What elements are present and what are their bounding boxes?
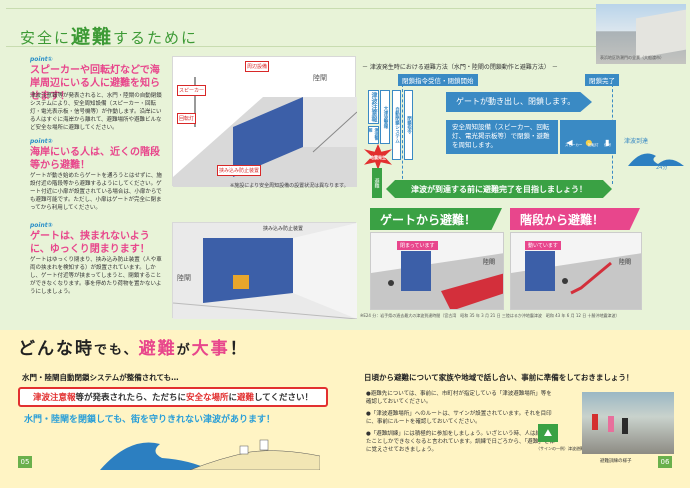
stairs-evacuation-panel: 動いています 陸閘 (510, 232, 642, 310)
point-label: point② (30, 138, 53, 145)
gate-illustration: 周辺設備 スピーカー 回転灯 挟み込み防止装置 陸閘 (172, 56, 357, 187)
gate-evacuation-heading: ゲートから避難！ (370, 208, 502, 230)
label-box: 挟み込み防止装置 (217, 165, 262, 176)
alert-box: 津波注意報等が発表されたら、ただちに安全な場所に避難してください！ (18, 387, 328, 407)
tsunami-time: 24分 (656, 165, 668, 171)
point-body: ゲートはゆっくり閉まり、挟み込み防止装置（人や車両の挟まれを検知する）が設置され… (30, 257, 162, 295)
gate-closing-illustration: 挟み込み防止装置 陸閘 (172, 222, 357, 319)
warning-text: 水門・陸閘を閉鎖しても、街を守りきれない津波があります！ (24, 415, 276, 425)
label-box: スピーカー (177, 85, 207, 96)
icon-label: 信号 (604, 143, 612, 147)
point-body: ゲートが動き始めたらゲートを通ろうとはせずに、施設付近の階段等から避難するように… (30, 173, 162, 211)
seawall-photo (596, 4, 686, 64)
vertical-label: 大津波警報 (380, 90, 390, 144)
divider (6, 46, 684, 47)
photo-caption: 避難訓練の様子 (600, 459, 632, 464)
gate-evacuation-panel: 閉まっています 陸閘 (370, 232, 504, 310)
icon-label: スピーカー (564, 143, 583, 147)
evacuation-sign-icon: ⛰ (538, 424, 558, 442)
gate-message-bar: ゲートが動き出し、閉鎖します。 (446, 92, 592, 112)
speaker-icon: ◀ (566, 137, 573, 147)
vertical-label: 津波注意報 (368, 90, 379, 124)
page-number: 06 (658, 456, 672, 468)
timeline-title: － 津波発生時における避難方法（水門・陸閘の閉鎖動作と避難方法） － (362, 64, 558, 71)
earthquake-label: 地震発生 (370, 155, 386, 160)
stairs-evacuation-heading: 階段から避難！ (510, 208, 640, 230)
timeline-head: 閉鎖指令受信・閉鎖開始 (398, 74, 478, 86)
panel-land: 陸閘 (619, 259, 632, 266)
goal-bar: 津波が到達する前に避難完了を目指しましょう！ (386, 180, 612, 198)
photo-caption: 表浜地区防潮門の全景（大船渡市） (600, 55, 664, 60)
drill-photo (582, 392, 674, 454)
slogan: どんな時でも、避難が大事！ (18, 339, 249, 359)
moving-tag: 動いています (525, 241, 561, 250)
vertical-label: 閉鎖指令 (404, 90, 413, 160)
closed-tag: 閉まっています (397, 241, 438, 250)
bullet-item: ●「津波避難場所」へのルートは、サインが設置されています。それを目印に、事前にル… (366, 411, 552, 425)
point-heading: スピーカーや回転灯などで海岸周辺にいる人に避難を知らせます！ (30, 65, 160, 102)
label-box: 周辺設備 (245, 61, 270, 72)
panel-land: 陸閘 (483, 259, 496, 266)
evacuate-label: 避難 (372, 168, 382, 198)
label-box: 回転灯 (177, 113, 197, 124)
tsunami-illustration (100, 439, 320, 470)
scene-note: ※施設により安全周知設備の設置状況は異なります。 (230, 183, 349, 189)
timeline-head: 閉鎖完了 (585, 74, 619, 86)
source-note: ※E24 分：岩手県の過去最大の津波到達時間（宮古湾 昭和 35 年 3 月 2… (360, 313, 620, 318)
timeline-divider (402, 84, 403, 184)
point-heading: ゲートは、挟まれないように、ゆっくり閉まります！ (30, 231, 150, 255)
point-label: point① (30, 56, 53, 63)
divider (6, 8, 684, 9)
vertical-label: 津波警報 (368, 126, 380, 144)
signal-icon: ▮ (605, 137, 610, 147)
device-message-box: 安全周知設備（スピーカー、回転灯、電光掲示板等）で閉鎖・避難を周知します。 (446, 120, 558, 154)
sign-caption: （サインの一例）津波避難場所 (536, 446, 592, 451)
point-label: point③ (30, 222, 53, 229)
device-icons: ◀ ● ▮ (560, 120, 616, 154)
page-title: 安全に避難するために (20, 26, 199, 48)
vertical-label: 自動閉鎖システム (392, 90, 401, 160)
scene-label: 陸閘 (313, 74, 327, 82)
right-header: 日頃から避難について家族や地域で話し合い、事前に準備をしておきましょう！ (364, 373, 634, 382)
point-body: 津波注意報等が発表されると、水門・陸閘の自動閉鎖システムにより、安全周知設備（ス… (30, 93, 162, 131)
left-header: 水門・陸閘自動閉鎖システムが整備されても… (22, 373, 179, 382)
scene-label: 陸閘 (177, 274, 191, 282)
page-number: 05 (18, 456, 32, 468)
scene-label: 挟み込み防止装置 (263, 226, 304, 232)
bullet-item: ●「避難訓練」には積極的に参加をしましょう。いざという時、人は経験したことしかで… (366, 431, 555, 453)
tsunami-arrival-label: 津波到達 (624, 138, 649, 145)
bullet-item: ●避難先については、事前に、市町村が指定している「津波避難場所」等を確認しておい… (366, 391, 552, 405)
tsunami-wave-icon (628, 153, 684, 166)
rotating-light-icon: ● (585, 137, 593, 147)
icon-label: 回転灯 (587, 143, 599, 147)
point-heading: 海岸にいる人は、近くの階段等から避難！ (30, 147, 160, 171)
